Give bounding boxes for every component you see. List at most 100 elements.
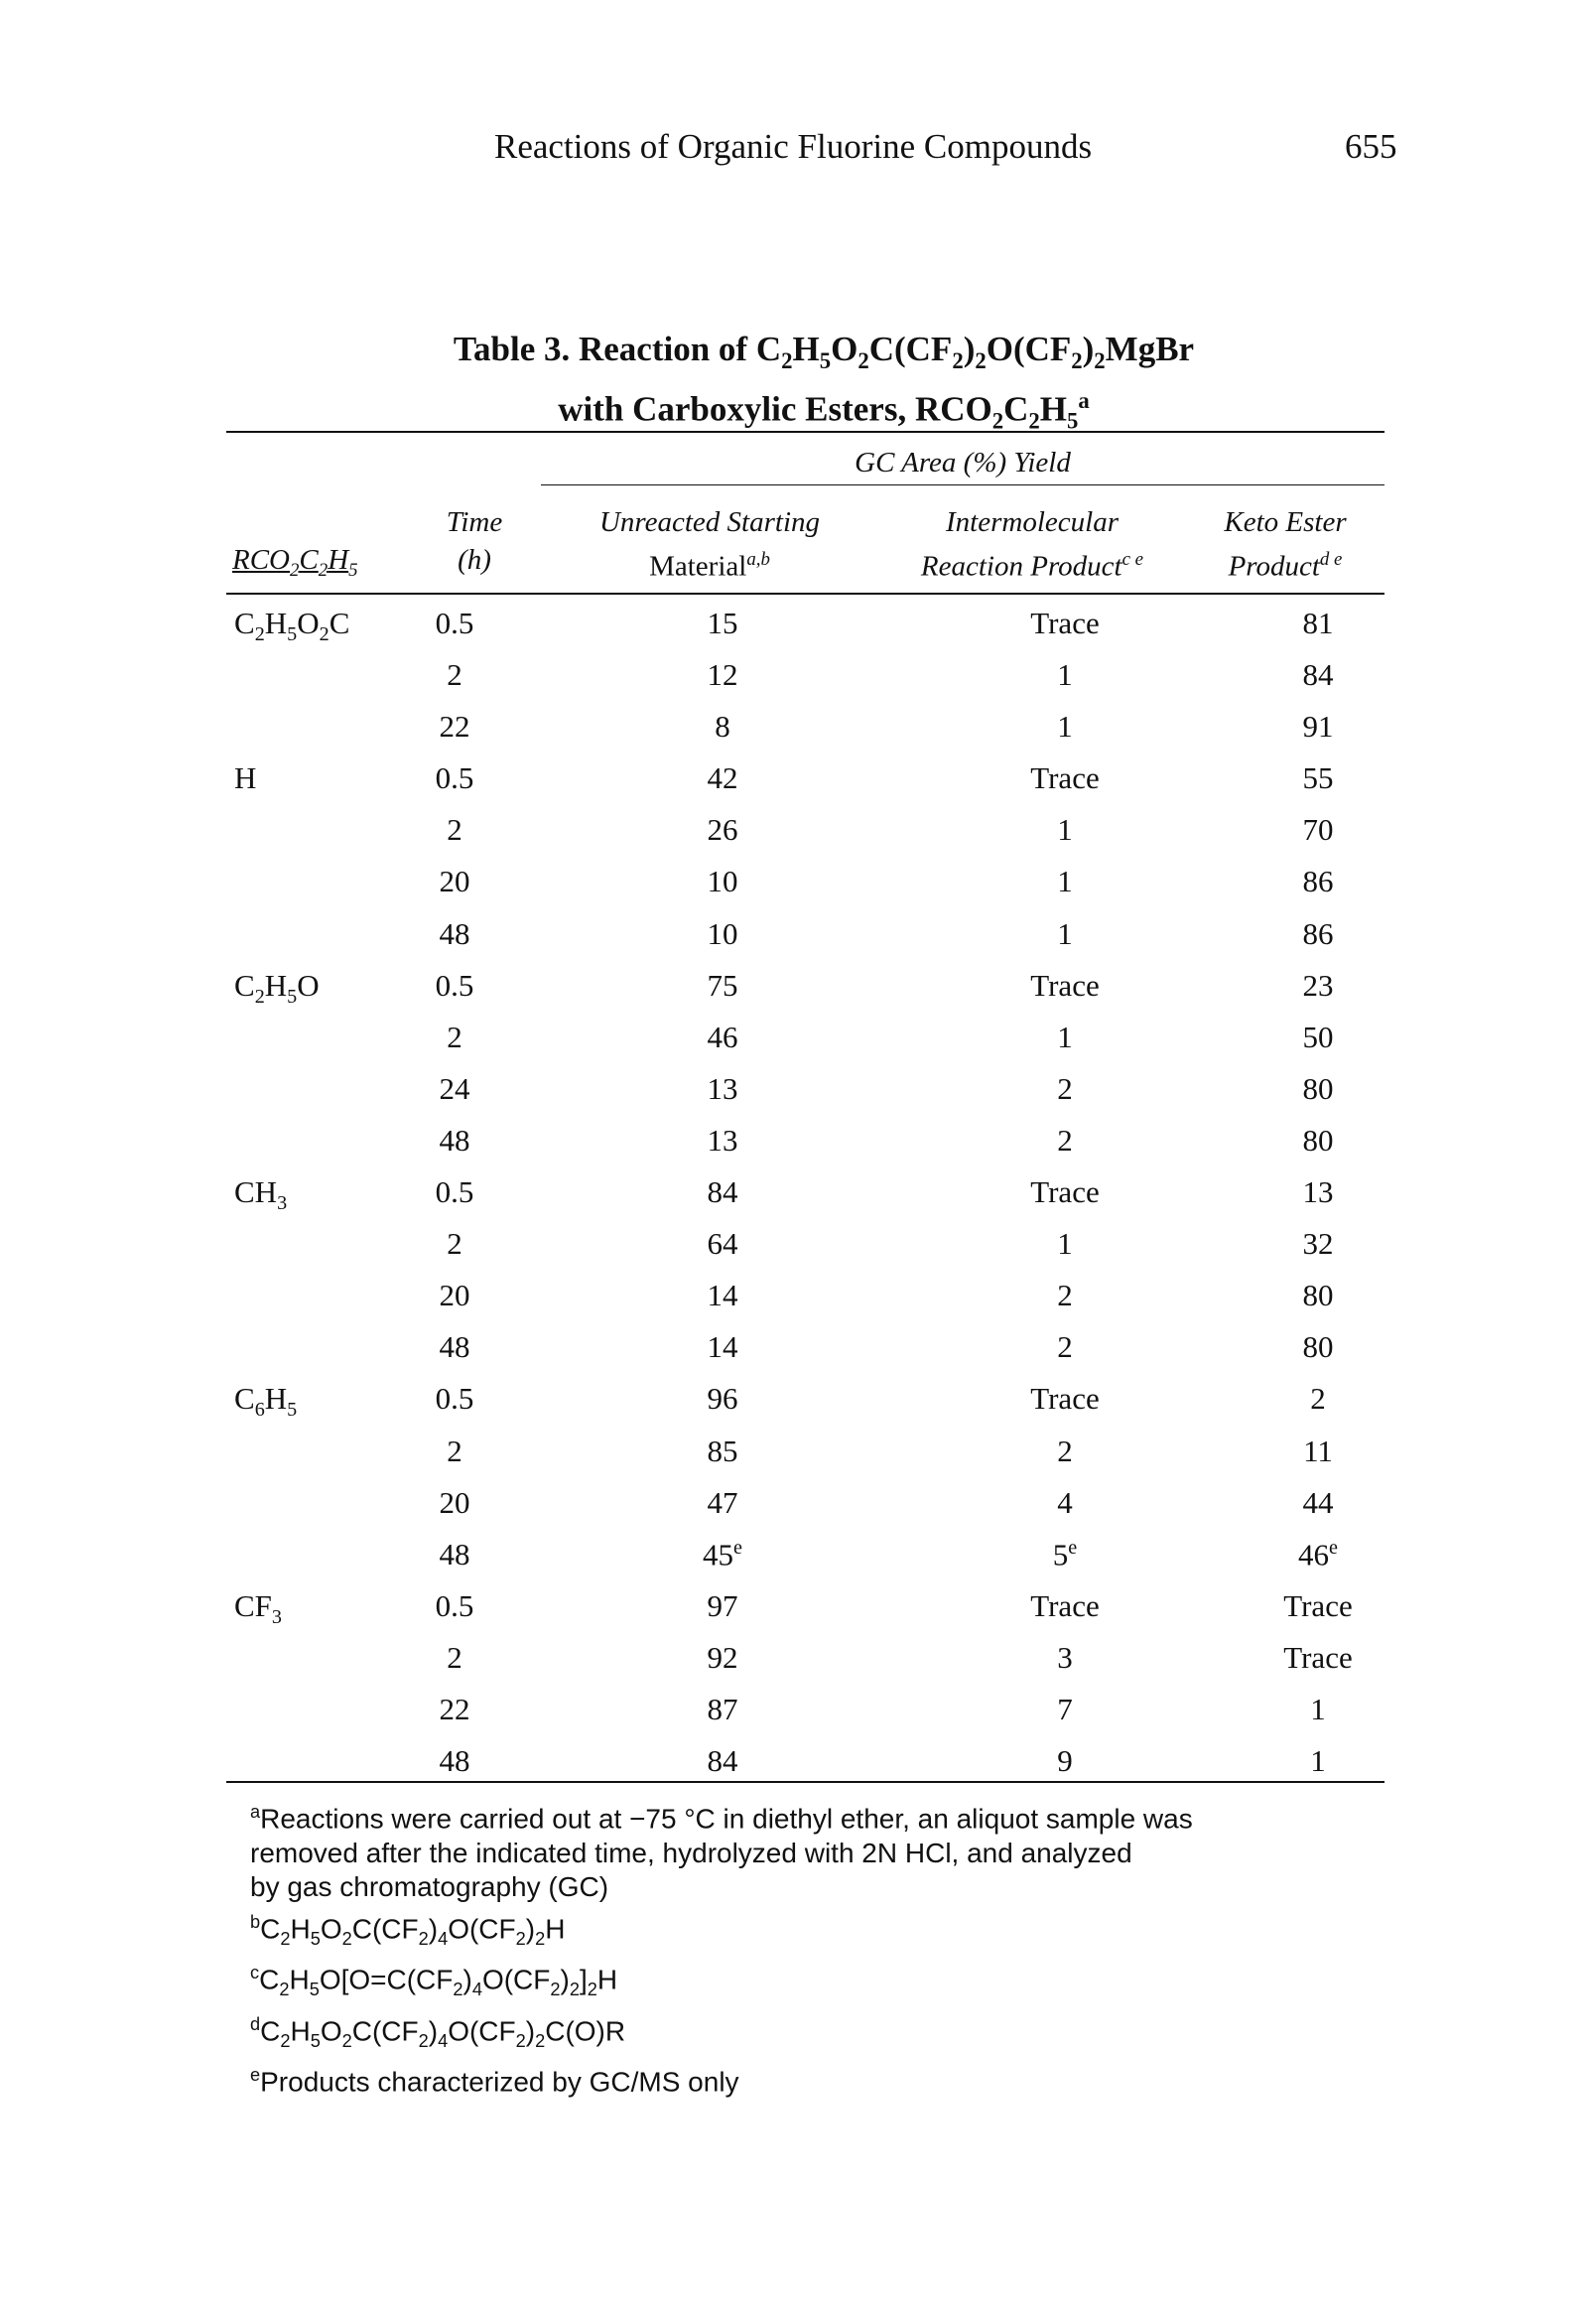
- cell-ester: C2H5O2C: [234, 606, 350, 646]
- table-row: H 0.5 42 Trace 55: [226, 752, 1384, 804]
- cell-keto-ester: 1: [1310, 1691, 1326, 1726]
- cell-keto-ester: 84: [1302, 657, 1334, 693]
- cell-intermolecular: 2: [1057, 1433, 1073, 1468]
- cell-intermolecular: 1: [1057, 812, 1073, 848]
- cell-unreacted: 87: [707, 1691, 738, 1726]
- cell-unreacted: 14: [707, 1278, 738, 1313]
- cell-unreacted: 84: [707, 1174, 738, 1210]
- cell-intermolecular: Trace: [1030, 967, 1100, 1003]
- cell-keto-ester: Trace: [1283, 1639, 1353, 1675]
- header-unreacted-line1: Unreacted Starting: [598, 506, 821, 538]
- header-unreacted-line2: Materiala,b: [649, 549, 770, 583]
- cell-keto-ester: 23: [1302, 967, 1334, 1003]
- cell-time: 2: [447, 1019, 462, 1054]
- header-rule: [226, 593, 1384, 595]
- spanner-header: GC Area (%) Yield: [855, 447, 1071, 478]
- cell-keto-ester: 70: [1302, 812, 1334, 848]
- cell-time: 48: [439, 915, 470, 951]
- cell-keto-ester: 86: [1302, 915, 1334, 951]
- footnote-line: dC2H5O2C(CF2)4O(CF2)2C(O)R: [250, 2013, 626, 2051]
- header-unreacted-sup: a,b: [746, 549, 770, 570]
- table-row: CF3 0.5 97 Trace Trace: [226, 1580, 1384, 1632]
- cell-intermolecular: Trace: [1030, 1381, 1100, 1417]
- cell-time: 0.5: [435, 606, 474, 640]
- cell-intermolecular: Trace: [1030, 760, 1100, 796]
- cell-intermolecular: 2: [1057, 1329, 1073, 1365]
- cell-intermolecular: 2: [1057, 1070, 1073, 1106]
- cell-ester: CH3: [234, 1174, 288, 1215]
- cell-keto-ester: 13: [1302, 1174, 1334, 1210]
- cell-unreacted: 26: [707, 812, 738, 848]
- cell-unreacted: 64: [707, 1226, 738, 1262]
- cell-unreacted: 46: [707, 1019, 738, 1054]
- cell-time: 20: [439, 1278, 470, 1313]
- cell-keto-ester: 80: [1302, 1122, 1334, 1158]
- cell-keto-ester: 46e: [1298, 1536, 1338, 1572]
- cell-time: 48: [439, 1743, 470, 1779]
- cell-intermolecular: Trace: [1030, 1587, 1100, 1623]
- cell-ester: H: [234, 760, 257, 796]
- cell-intermolecular: 1: [1057, 709, 1073, 745]
- cell-keto-ester: 86: [1302, 864, 1334, 899]
- cell-intermolecular: 1: [1057, 1019, 1073, 1054]
- cell-unreacted: 42: [707, 760, 738, 796]
- cell-ester: CF3: [234, 1587, 282, 1628]
- footnote-line: eProducts characterized by GC/MS only: [250, 2065, 739, 2098]
- cell-time: 48: [439, 1122, 470, 1158]
- footnote-line: by gas chromatography (GC): [250, 1871, 609, 1903]
- cell-unreacted: 97: [707, 1587, 738, 1623]
- cell-unreacted: 10: [707, 864, 738, 899]
- cell-keto-ester: 81: [1302, 606, 1334, 640]
- header-keto-line1: Keto Ester: [1224, 506, 1347, 538]
- cell-unreacted: 10: [707, 915, 738, 951]
- cell-keto-ester: 11: [1303, 1433, 1333, 1468]
- cell-keto-ester: Trace: [1283, 1587, 1353, 1623]
- caption-line-1: Table 3. Reaction of C2H5O2C(CF2)2O(CF2)…: [453, 330, 1195, 373]
- cell-keto-ester: 91: [1302, 709, 1334, 745]
- cell-time: 2: [447, 1226, 462, 1262]
- cell-time: 48: [439, 1536, 470, 1572]
- cell-intermolecular: 1: [1057, 864, 1073, 899]
- header-time-line1: Time: [446, 506, 503, 538]
- cell-intermolecular: 2: [1057, 1122, 1073, 1158]
- cell-keto-ester: 2: [1310, 1381, 1326, 1417]
- table-row: 2 26 1 70: [226, 804, 1384, 856]
- cell-keto-ester: 55: [1302, 760, 1334, 796]
- cell-intermolecular: 5e: [1052, 1536, 1078, 1572]
- cell-time: 22: [439, 709, 470, 745]
- cell-time: 2: [447, 1639, 462, 1675]
- cell-unreacted: 85: [707, 1433, 738, 1468]
- cell-time: 2: [447, 1433, 462, 1468]
- cell-time: 48: [439, 1329, 470, 1365]
- cell-intermolecular: 1: [1057, 657, 1073, 693]
- header-time-line2: (h): [458, 544, 491, 576]
- spanner-rule: [541, 484, 1384, 485]
- cell-time: 24: [439, 1070, 470, 1106]
- cell-time: 2: [447, 812, 462, 848]
- cell-unreacted: 96: [707, 1381, 738, 1417]
- cell-time: 0.5: [435, 1587, 474, 1623]
- table-bottom-rule: [226, 1781, 1384, 1783]
- table-caption: Table 3. Reaction of C2H5O2C(CF2)2O(CF2)…: [397, 330, 1251, 442]
- cell-time: 0.5: [435, 1174, 474, 1210]
- cell-intermolecular: Trace: [1030, 606, 1100, 640]
- cell-ester: C2H5O: [234, 967, 320, 1008]
- cell-keto-ester: 44: [1302, 1484, 1334, 1520]
- cell-time: 20: [439, 1484, 470, 1520]
- cell-intermolecular: 2: [1057, 1278, 1073, 1313]
- cell-intermolecular: 3: [1057, 1639, 1073, 1675]
- header-keto-line2: Productd e: [1228, 549, 1343, 583]
- running-head: Reactions of Organic Fluorine Compounds: [494, 127, 1093, 166]
- cell-time: 0.5: [435, 760, 474, 796]
